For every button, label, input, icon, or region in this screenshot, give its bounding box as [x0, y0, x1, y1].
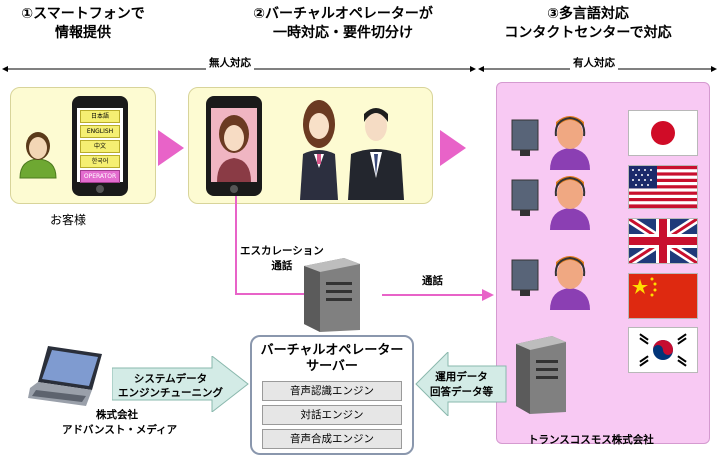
- step3-line1: ③多言語対応: [547, 6, 629, 22]
- japan-flag-icon: [628, 110, 698, 156]
- call-arrow: [382, 289, 494, 301]
- laptop-icon: [28, 346, 102, 406]
- agent-icon-3: [511, 256, 590, 310]
- vendor-line2: アドバンスト・メディア: [62, 424, 178, 436]
- phone-home-button: [96, 185, 104, 193]
- female-operator-icon: [300, 100, 338, 200]
- operations-data-label: 運用データ 回答データ等: [430, 370, 493, 400]
- agent-icon-1: [511, 116, 590, 170]
- system-data-arrow: [112, 356, 249, 412]
- step1-line1: ①スマートフォンで: [21, 6, 145, 22]
- flow-chevron-2: [440, 130, 466, 166]
- escalation-label: エスカレーション 通話: [240, 244, 324, 274]
- phone2-home-button: [230, 185, 238, 193]
- operations-data-arrow: [415, 352, 507, 416]
- step1-heading: ①スマートフォンで 情報提供: [8, 5, 158, 43]
- menu-item-korean[interactable]: 한국어: [80, 155, 120, 168]
- system-data-label: システムデータ エンジンチューニング: [118, 372, 223, 400]
- agent-icon-2: [511, 176, 590, 230]
- speech-recognition-engine: 音声認識エンジン: [262, 381, 402, 401]
- smartphone-menu: 日本語 ENGLISH 中文 한국어 OPERATOR: [72, 96, 128, 196]
- call-label: 通話: [422, 275, 443, 287]
- menu-item-chinese[interactable]: 中文: [80, 140, 120, 153]
- virtual-operator-face-icon: [211, 108, 257, 182]
- escalation-line2: 通話: [271, 260, 293, 272]
- server-title-line1: バーチャルオペレーター: [260, 343, 404, 358]
- china-flag-icon: [628, 273, 698, 319]
- manned-label: 有人対応: [570, 55, 618, 70]
- phone-screen: 日本語 ENGLISH 中文 한국어 OPERATOR: [77, 108, 123, 183]
- customer-label: お客様: [50, 213, 87, 227]
- uk-flag-icon: [628, 218, 698, 264]
- menu-item-japanese[interactable]: 日本語: [80, 110, 120, 123]
- operations-data-line2: 回答データ等: [430, 386, 493, 398]
- smartphone-virtual-operator: [206, 96, 262, 196]
- step2-line2: 一時対応・要件切分け: [273, 25, 413, 41]
- speech-synthesis-engine: 音声合成エンジン: [262, 429, 402, 449]
- dialogue-engine: 対話エンジン: [262, 405, 402, 425]
- server-title-line2: サーバー: [306, 359, 358, 374]
- company-label: トランスコスモス株式会社: [528, 434, 654, 446]
- menu-item-english[interactable]: ENGLISH: [80, 125, 120, 138]
- step3-line2: コンタクトセンターで対応: [504, 25, 672, 41]
- flow-chevron-1: [158, 130, 184, 166]
- menu-item-operator[interactable]: OPERATOR: [80, 170, 120, 183]
- contact-center-server-icon: [516, 336, 566, 414]
- vendor-label: 株式会社 アドバンスト・メディア: [62, 408, 178, 438]
- step2-heading: ②バーチャルオペレーターが 一時対応・要件切分け: [228, 5, 458, 43]
- step3-heading: ③多言語対応 コンタクトセンターで対応: [488, 5, 688, 43]
- step1-line2: 情報提供: [55, 25, 111, 41]
- escalation-line1: エスカレーション: [240, 245, 324, 257]
- korea-flag-icon: [628, 327, 698, 373]
- phone2-screen: [211, 108, 257, 182]
- system-data-line2: エンジンチューニング: [118, 387, 223, 399]
- customer-avatar-icon: [19, 132, 57, 179]
- virtual-operator-server-box: バーチャルオペレーター サーバー 音声認識エンジン 対話エンジン 音声合成エンジ…: [250, 335, 414, 455]
- male-operator-icon: [348, 108, 404, 200]
- system-data-line1: システムデータ: [133, 373, 208, 385]
- usa-flag-icon: [628, 165, 698, 209]
- step2-line1: ②バーチャルオペレーターが: [253, 6, 433, 22]
- operations-data-line1: 運用データ: [435, 371, 488, 383]
- vendor-line1: 株式会社: [96, 409, 138, 421]
- virtual-operator-server-icon: [304, 258, 360, 332]
- unmanned-label: 無人対応: [206, 55, 254, 70]
